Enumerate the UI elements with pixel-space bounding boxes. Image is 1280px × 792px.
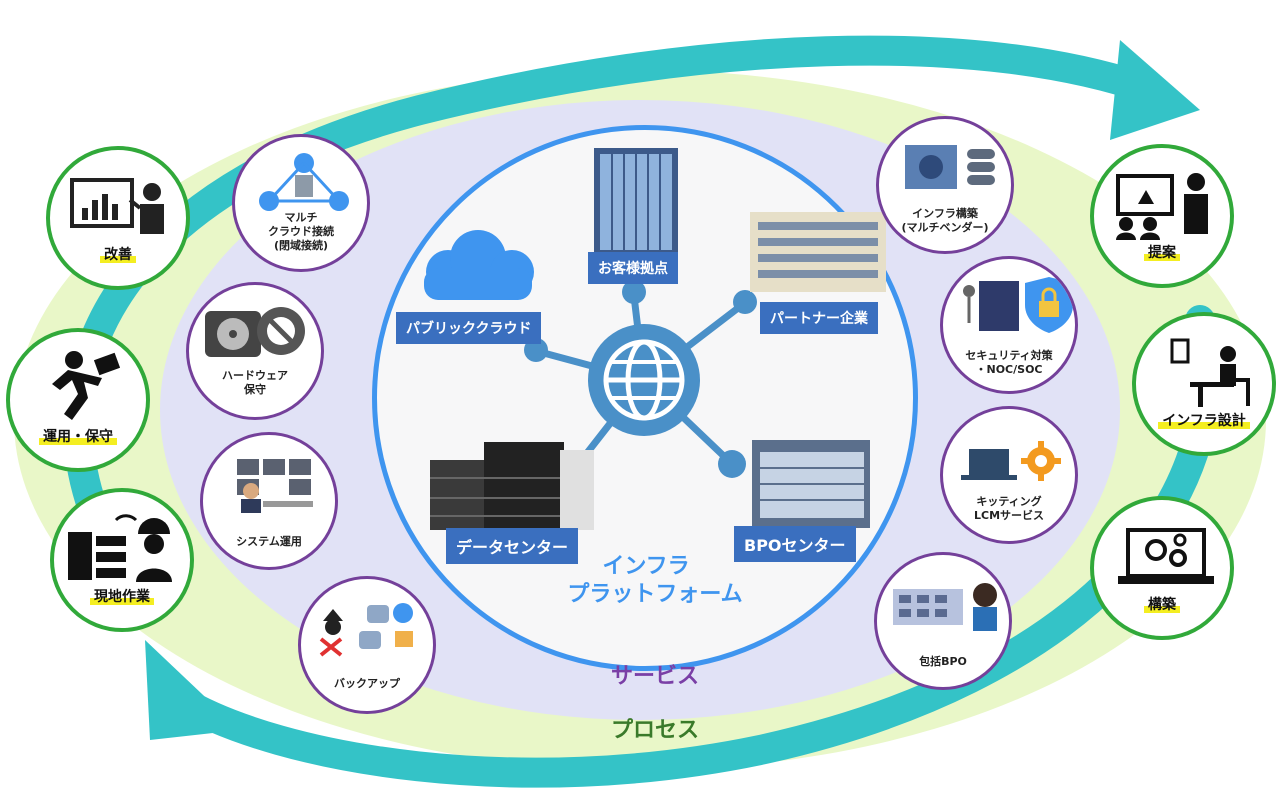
design-desk-icon — [1170, 338, 1250, 407]
bpo-building-icon — [752, 440, 870, 528]
process-operation: 運用・保守 — [6, 328, 150, 472]
process-label-proposal: 提案 — [1144, 245, 1180, 261]
office-building-icon — [750, 212, 886, 292]
process-build: 構築 — [1090, 496, 1234, 640]
service-backup: バックアップ — [298, 576, 436, 714]
service-system-operation: システム運用 — [200, 432, 338, 570]
process-ring-label: プロセス — [610, 718, 699, 743]
kitting-icon — [961, 441, 1061, 481]
backup-icon — [319, 603, 413, 657]
node-label-bpo-center: BPOセンター — [734, 526, 856, 562]
node-label-datacenter: データセンター — [446, 528, 579, 564]
multi-cloud-icon — [259, 153, 349, 211]
center-title-line1: インフラ — [602, 554, 690, 579]
proposal-icon — [1116, 173, 1208, 240]
cloud-icon — [424, 230, 534, 300]
infra-build-icon — [905, 145, 995, 189]
service-security: セキュリティ対策 ・NOC/SOC — [940, 256, 1078, 394]
process-proposal: 提案 — [1090, 144, 1234, 288]
running-person-icon — [52, 351, 121, 420]
node-label-public-cloud: パブリッククラウド — [396, 312, 542, 344]
services-ring-label: サービス — [610, 664, 699, 689]
service-hardware-maintenance: ハードウェア 保守 — [186, 282, 324, 420]
service-kitting: キッティング LCMサービス — [940, 406, 1078, 544]
process-label-improvement: 改善 — [100, 247, 136, 263]
bpo-operator-icon — [893, 583, 997, 631]
process-improvement: 改善 — [46, 146, 190, 290]
process-label-design: インフラ設計 — [1158, 413, 1250, 429]
globe-icon — [588, 324, 700, 436]
service-multi-cloud: マルチ クラウド接続 (閉域接続) — [232, 134, 370, 272]
process-label-onsite: 現地作業 — [90, 589, 154, 605]
process-onsite: 現地作業 — [50, 488, 194, 632]
datacenter-building-icon — [430, 442, 594, 530]
office-tower-icon — [594, 148, 678, 256]
center-title-line2: プラットフォーム — [567, 582, 743, 607]
presentation-chart-icon — [70, 178, 164, 234]
process-label-build: 構築 — [1144, 597, 1180, 613]
node-label-partner: パートナー企業 — [760, 302, 878, 334]
process-label-operation: 運用・保守 — [39, 429, 117, 445]
process-design: インフラ設計 — [1132, 312, 1276, 456]
service-bpo: 包括BPO — [874, 552, 1012, 690]
security-lock-icon — [963, 277, 1073, 333]
laptop-gears-icon — [1118, 528, 1214, 584]
service-infra-build: インフラ構築 (マルチベンダー) — [876, 116, 1014, 254]
hardware-maintenance-icon — [205, 307, 305, 357]
node-label-customer-site: お客様拠点 — [588, 252, 678, 284]
system-operation-icon — [237, 459, 313, 513]
onsite-worker-icon — [68, 514, 172, 582]
